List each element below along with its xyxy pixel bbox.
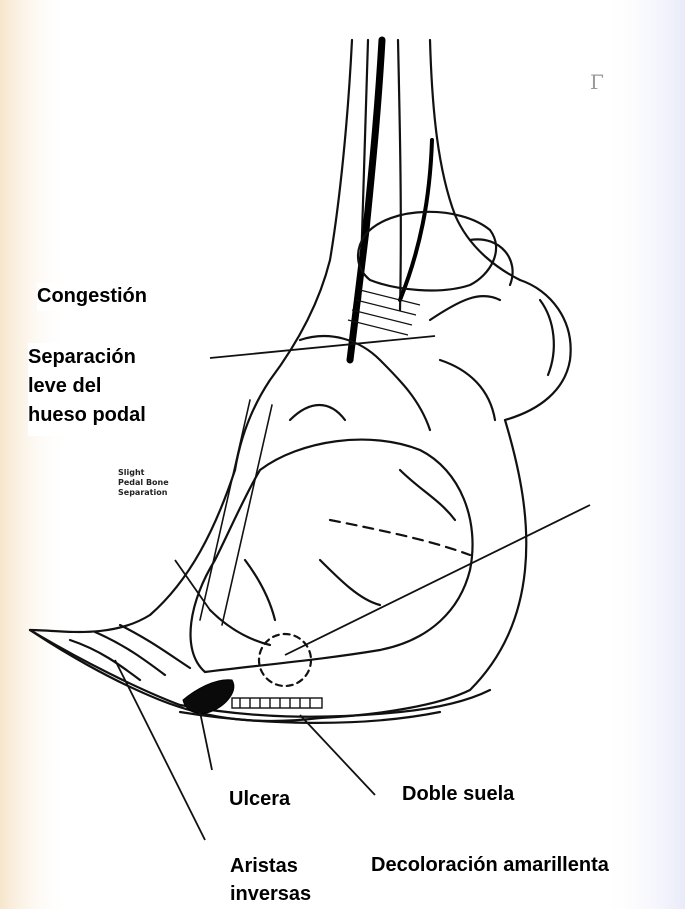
pointer-double-sole <box>300 715 375 795</box>
pointer-separation <box>210 336 435 358</box>
label-separation: Separación leve del hueso podal <box>28 343 164 436</box>
double-sole-strip <box>232 698 322 708</box>
label-double-sole: Doble suela <box>398 779 518 810</box>
pointer-embedded <box>175 560 210 610</box>
leg-outline-right <box>430 40 520 280</box>
pointer-yellow <box>285 505 590 655</box>
label-yellow-discoloration: Decoloración amarillenta <box>367 852 613 879</box>
label-congestion: Congestión <box>37 283 153 311</box>
pointer-ridges <box>115 660 205 840</box>
embedded-label: Slight Pedal Bone Separation <box>118 468 169 498</box>
label-ulcer: Ulcera <box>225 784 296 815</box>
leg-outline-left <box>235 40 352 470</box>
ulcer-mark <box>183 680 234 714</box>
tendon-2 <box>398 40 401 310</box>
hoof-wall-front <box>30 470 320 721</box>
inverse-ridges <box>70 625 190 680</box>
hoof-wall-back <box>320 420 526 718</box>
pastern-bone <box>358 212 496 291</box>
laminae-band-1 <box>200 400 250 620</box>
heel-bulb <box>505 280 571 420</box>
label-inverse-ridges: Aristas inversas <box>230 852 311 908</box>
pointer-ulcer <box>200 712 212 770</box>
separation-dashed <box>330 520 470 555</box>
faint-text-1: Γ <box>590 70 604 94</box>
